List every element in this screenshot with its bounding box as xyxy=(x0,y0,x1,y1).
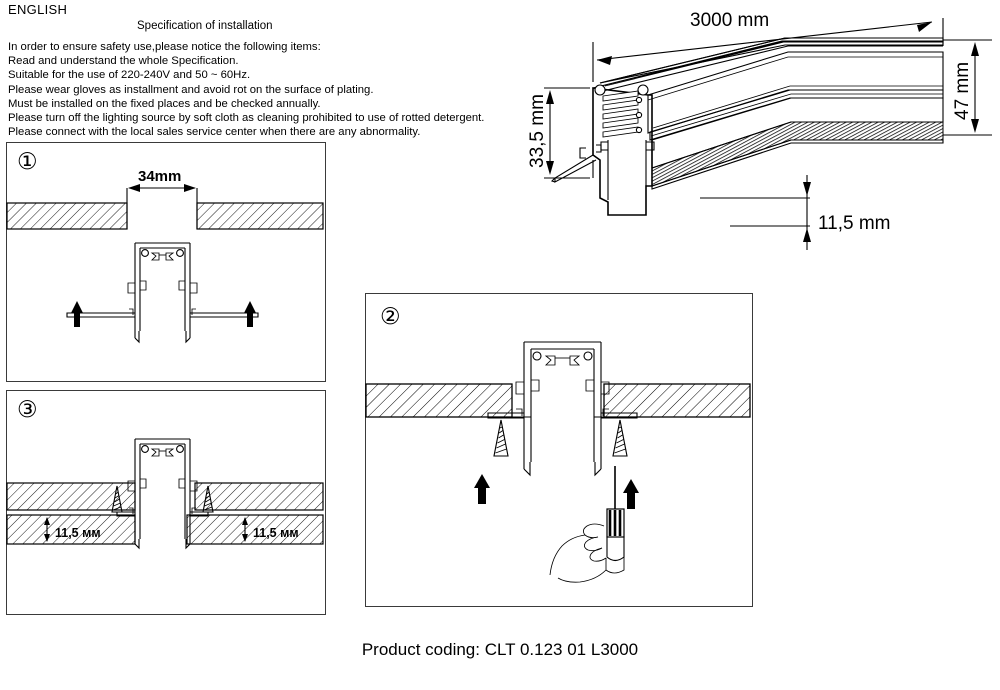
notice-line: Read and understand the whole Specificat… xyxy=(8,55,239,68)
dimension-layer-left-label: 11,5 мм xyxy=(55,526,101,540)
screw-icon xyxy=(111,485,123,513)
track-profile-section xyxy=(487,341,638,477)
notice-line: Please wear gloves as installment and av… xyxy=(8,83,374,96)
step-3-panel: ③ xyxy=(6,390,326,615)
product-3d-view: 3000 mm 47 mm 33,5 mm 11,5 mm xyxy=(500,0,1000,290)
step-1-badge: ① xyxy=(17,149,38,175)
specification-title: Specification of installation xyxy=(137,20,273,32)
direction-arrow-up xyxy=(623,479,639,509)
dimension-height-body-label: 33,5 mm xyxy=(527,94,548,168)
notice-line: Please connect with the local sales serv… xyxy=(8,126,421,139)
screw-icon xyxy=(493,419,509,457)
dimension-layer-right-label: 11,5 мм xyxy=(253,526,299,540)
safety-notice-list: In order to ensure safety use,please not… xyxy=(8,40,485,139)
step-1-panel: ① 34mm xyxy=(6,142,326,382)
language-heading: ENGLISH xyxy=(8,2,68,17)
track-profile-section xyxy=(66,242,259,344)
dimension-height-lens-label: 11,5 mm xyxy=(818,213,891,234)
step-2-badge: ② xyxy=(380,304,401,330)
step-2-panel: ② xyxy=(365,293,753,607)
notice-line: Must be installed on the fixed places an… xyxy=(8,97,321,110)
notice-line: Suitable for the use of 220-240V and 50 … xyxy=(8,69,251,82)
direction-arrow-up xyxy=(71,301,83,327)
hand-icon xyxy=(549,523,625,583)
product-coding-label: Product coding: CLT 0.123 01 L3000 xyxy=(361,640,639,659)
dimension-cutout-label: 34mm xyxy=(138,168,181,185)
notice-line: In order to ensure safety use,please not… xyxy=(8,41,321,53)
track-profile-section xyxy=(116,438,209,550)
dimension-height-total-label: 47 mm xyxy=(952,62,973,120)
direction-arrow-up xyxy=(244,301,256,327)
screw-icon xyxy=(612,419,628,457)
screw-icon xyxy=(202,485,214,513)
direction-arrow-up xyxy=(474,474,490,504)
screwdriver-icon xyxy=(606,466,625,562)
step-3-badge: ③ xyxy=(17,397,38,423)
notice-line: Please turn off the lighting source by s… xyxy=(8,112,485,125)
dimension-length-label: 3000 mm xyxy=(690,10,769,31)
